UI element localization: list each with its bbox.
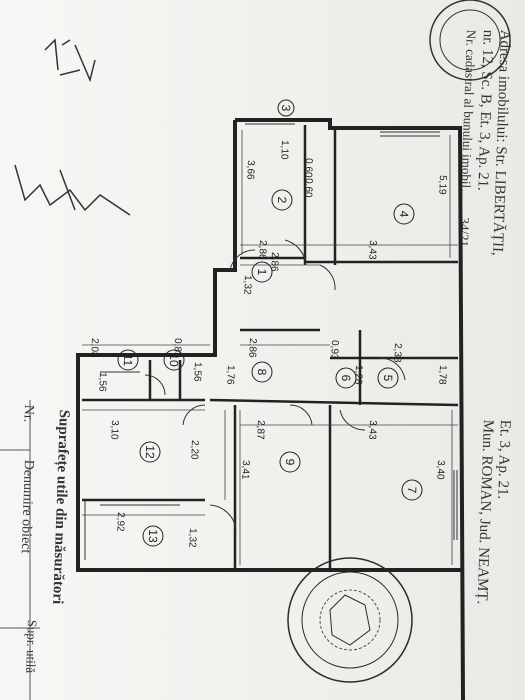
dim-label: 0,93 <box>328 340 340 360</box>
room-3-number: 3 <box>279 104 293 111</box>
room-9-number: 9 <box>283 458 297 465</box>
dim-label: 2,92 <box>114 512 126 532</box>
signature <box>14 38 131 216</box>
dimension-labels: 1,10 0,60 0,60 3,66 5,19 2,86 3,43 2,86 … <box>88 140 448 548</box>
corner-stamp <box>429 0 511 81</box>
room-numbers: 2 4 1 3 5 6 8 10 11 12 9 7 13 <box>121 104 419 543</box>
room-2-number: 2 <box>275 196 289 203</box>
dim-label: 1,56 <box>96 372 108 392</box>
dim-label: 3,66 <box>244 160 256 180</box>
room-1-number: 1 <box>255 268 269 275</box>
dim-label: 3,41 <box>239 460 251 480</box>
dim-label: 2,20 <box>188 440 200 460</box>
door-swings <box>144 239 406 531</box>
exterior-walls <box>76 118 465 700</box>
dim-label: 1,32 <box>241 275 253 295</box>
dim-label: 0,60 <box>302 178 314 198</box>
dim-label: 1,78 <box>436 365 448 385</box>
room-8-number: 8 <box>255 368 269 375</box>
dim-label: 0,60 <box>302 158 314 178</box>
room-5-number: 5 <box>381 374 395 381</box>
dimension-lines <box>82 130 458 565</box>
dim-label: 1,10 <box>278 140 290 160</box>
room-13-number: 13 <box>146 529 160 543</box>
room-6-number: 6 <box>339 374 353 381</box>
dim-label: 3,43 <box>366 420 378 440</box>
dim-label: 2,86 <box>268 252 280 272</box>
dim-label: 2,08 <box>88 338 100 358</box>
official-stamp <box>287 557 413 683</box>
dim-label: 5,19 <box>436 175 448 195</box>
room-11-number: 11 <box>121 354 135 367</box>
room-4-number: 4 <box>397 210 411 217</box>
dim-label: 2,87 <box>254 420 266 440</box>
interior-walls <box>82 125 459 568</box>
dim-label: 1,76 <box>224 365 236 385</box>
room-10-number: 10 <box>167 353 181 367</box>
dim-label: 1,32 <box>186 528 198 548</box>
dim-label: 2,86 <box>256 240 268 260</box>
dim-label: 2,86 <box>246 338 258 358</box>
room-7-number: 7 <box>405 486 419 493</box>
dim-label: 3,40 <box>434 460 446 480</box>
dim-label: 0,83 <box>171 338 183 358</box>
dim-label: 3,43 <box>366 240 378 260</box>
room-12-number: 12 <box>143 445 157 459</box>
windows <box>84 123 458 560</box>
dim-label: 1,28 <box>352 365 364 385</box>
dim-label: 1,56 <box>191 362 203 382</box>
dim-label: 2,38 <box>391 343 403 363</box>
dim-label: 3,10 <box>108 420 120 440</box>
room-markers <box>117 99 423 547</box>
